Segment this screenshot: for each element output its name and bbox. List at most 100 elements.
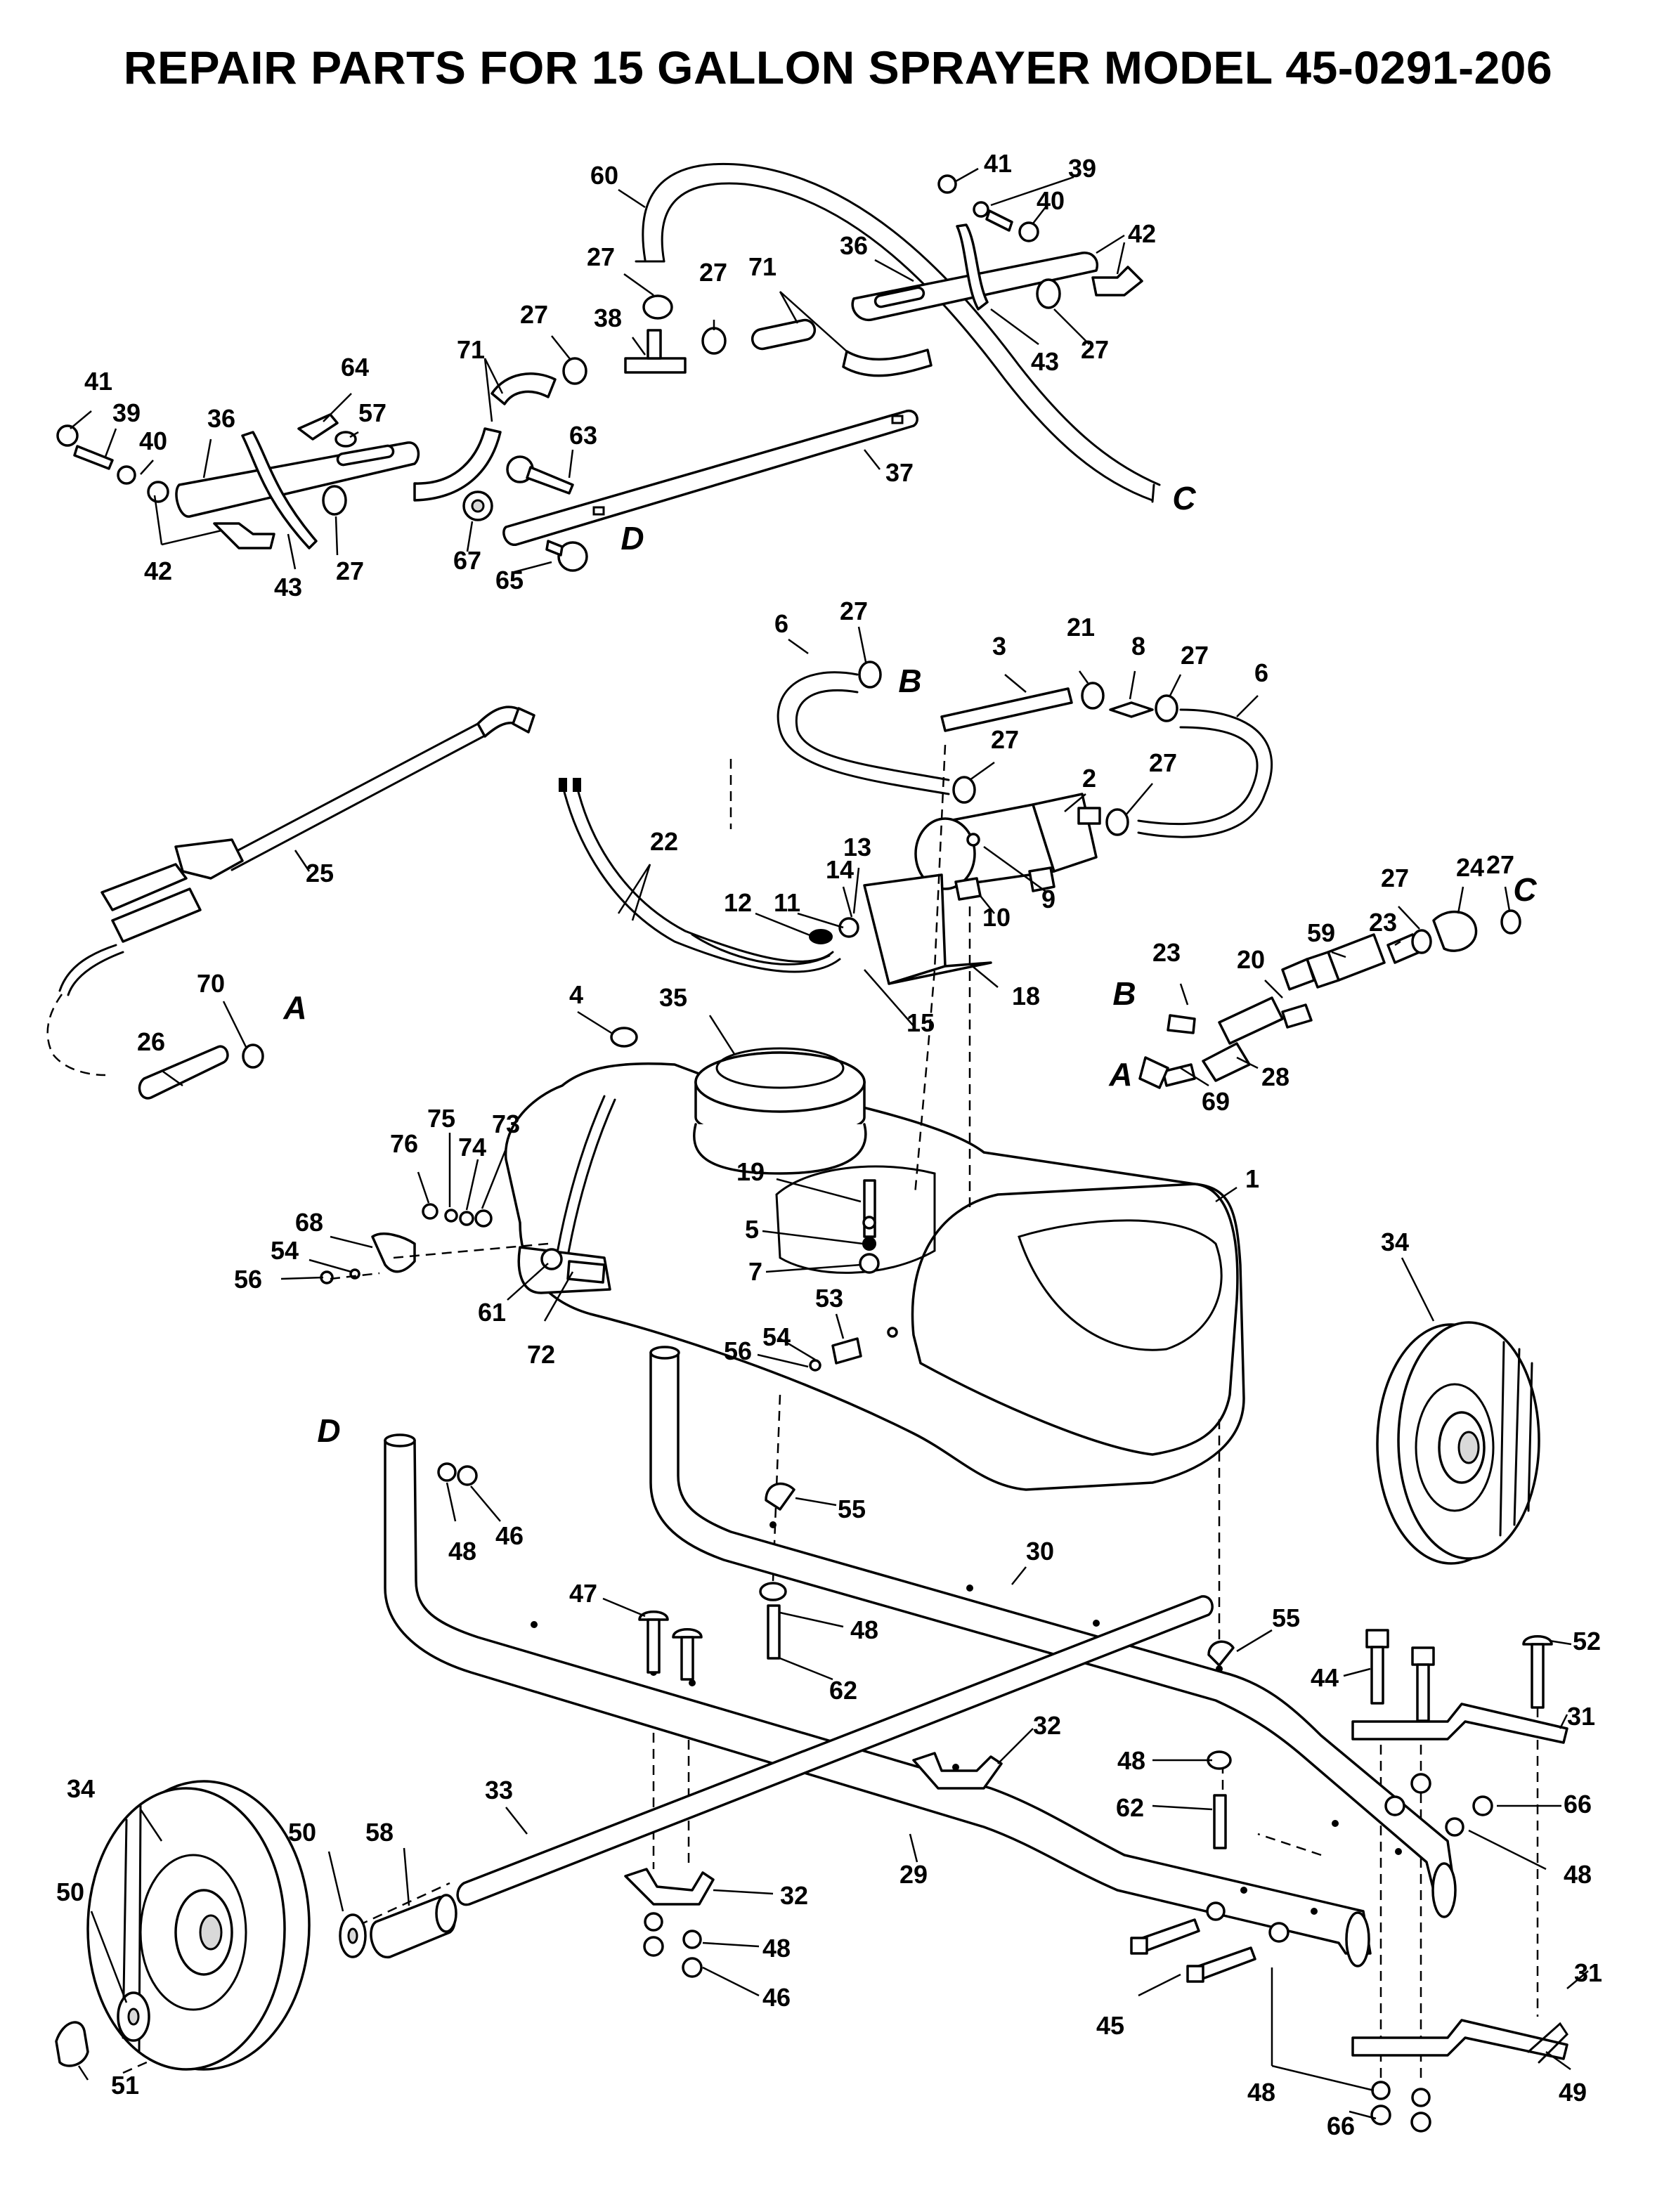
callout-50: 50 [56,1878,84,1906]
callout-42: 42 [144,557,172,585]
callout-26: 26 [137,1027,165,1056]
callout-37: 37 [885,458,914,487]
callout-59: 59 [1307,918,1335,947]
connection-ref-b: B [1112,975,1136,1012]
callout-23: 23 [1152,938,1181,967]
tank-assembly [320,1027,1245,1491]
callout-3: 3 [992,632,1006,661]
callout-71: 71 [457,335,485,364]
callout-73: 73 [492,1110,520,1138]
callout-39: 39 [1068,154,1096,183]
callout-50: 50 [288,1818,316,1847]
callout-27: 27 [699,258,727,287]
callout-34: 34 [1381,1228,1409,1256]
callout-11: 11 [774,888,800,917]
callout-27: 27 [1486,850,1514,879]
callout-14: 14 [826,855,854,884]
callout-40: 40 [139,427,167,455]
callout-72: 72 [527,1340,555,1369]
connection-ref-a: A [1108,1056,1132,1093]
callout-48: 48 [850,1615,878,1644]
callout-29: 29 [899,1860,928,1889]
callout-27: 27 [991,725,1019,754]
callout-67: 67 [453,546,481,575]
callout-28: 28 [1261,1062,1290,1091]
callout-63: 63 [569,421,597,450]
callout-58: 58 [365,1818,394,1847]
callout-31: 31 [1574,1958,1602,1987]
connection-ref-a: A [282,989,306,1026]
connection-ref-d: D [621,520,644,557]
callout-27: 27 [840,597,868,625]
callout-36: 36 [207,404,235,433]
callout-23: 23 [1369,908,1397,937]
callout-27: 27 [1149,748,1177,777]
callout-39: 39 [112,398,141,427]
callout-41: 41 [984,149,1012,178]
connection-ref-b: B [898,663,921,699]
callout-30: 30 [1026,1537,1054,1566]
callout-69: 69 [1202,1087,1230,1116]
callout-74: 74 [458,1133,486,1162]
connection-ref-d: D [317,1412,340,1449]
connection-ref-c: C [1513,871,1537,908]
callout-10: 10 [982,903,1011,932]
callout-43: 43 [1031,347,1059,376]
callout-27: 27 [587,242,615,271]
callout-31: 31 [1567,1702,1595,1731]
pump-assembly [46,661,1273,1100]
callout-48: 48 [1247,2078,1275,2107]
callout-18: 18 [1012,982,1040,1010]
callout-61: 61 [478,1298,506,1327]
callout-48: 48 [1117,1746,1145,1775]
callout-48: 48 [762,1934,791,1963]
callout-70: 70 [197,969,225,998]
callout-64: 64 [341,353,369,382]
callout-57: 57 [358,398,386,427]
callout-1: 1 [1245,1164,1259,1193]
callout-53: 53 [815,1284,843,1313]
callout-56: 56 [234,1265,262,1294]
callout-12: 12 [724,888,752,917]
callout-46: 46 [495,1521,524,1550]
callout-52: 52 [1573,1627,1601,1655]
callout-54: 54 [762,1322,791,1351]
callout-6: 6 [1254,658,1268,687]
callout-13: 13 [843,833,871,861]
callout-62: 62 [1116,1793,1144,1822]
connection-ref-c: C [1172,480,1196,516]
callout-15: 15 [907,1008,935,1037]
callout-48: 48 [1564,1860,1592,1889]
callout-68: 68 [295,1208,323,1237]
callout-35: 35 [659,983,687,1012]
callout-4: 4 [569,980,583,1009]
wheels [55,1321,1540,2071]
callout-71: 71 [748,252,777,281]
callout-19: 19 [736,1157,765,1186]
boom-assembly [56,162,1161,572]
callout-7: 7 [748,1257,762,1286]
callout-41: 41 [84,367,112,396]
callout-62: 62 [829,1676,857,1705]
callout-75: 75 [427,1104,455,1133]
callout-8: 8 [1131,632,1145,661]
callout-24: 24 [1456,853,1484,882]
frame-assembly [339,1346,1568,2133]
callout-66: 66 [1327,2112,1355,2140]
callout-21: 21 [1067,613,1095,642]
callout-27: 27 [1381,864,1409,892]
callout-46: 46 [762,1983,791,2012]
callout-60: 60 [590,161,618,190]
callout-55: 55 [838,1495,866,1523]
callout-36: 36 [840,231,868,260]
callout-66: 66 [1564,1790,1592,1819]
callout-20: 20 [1237,945,1265,974]
callout-6: 6 [774,609,788,638]
callout-48: 48 [448,1537,476,1566]
callout-55: 55 [1272,1603,1300,1632]
callout-22: 22 [650,827,678,856]
callout-32: 32 [780,1881,808,1910]
callout-27: 27 [1081,335,1109,364]
callout-33: 33 [485,1776,513,1804]
